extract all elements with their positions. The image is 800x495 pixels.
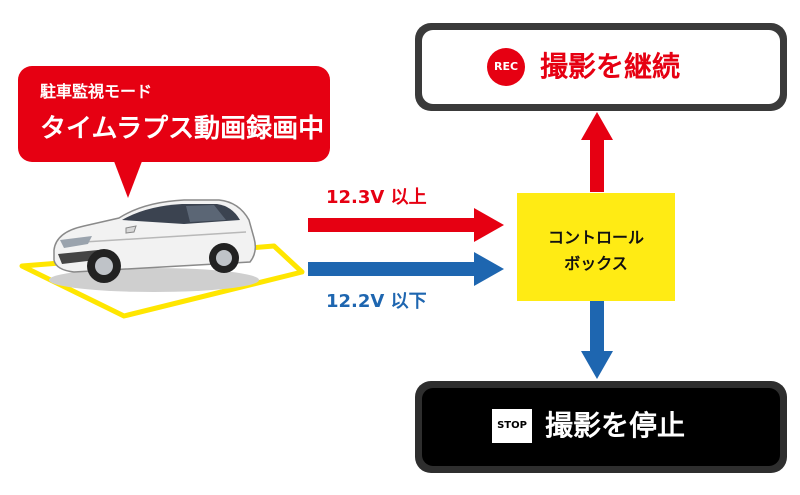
arrow-down-icon [581,301,613,379]
mirror-screen [422,388,780,466]
stop-badge: STOP [492,409,532,443]
continue-recording-label: 撮影を継続 [540,50,681,83]
mirror-display-rec [415,23,787,111]
arrow-right-icon [308,252,504,286]
mirror-display-stop [415,381,787,473]
control-box [517,193,675,301]
rec-badge: REC [487,48,525,86]
car-icon [49,199,259,292]
control-box-label-2: ボックス [564,254,628,273]
control-box-label-1: コントロール [547,228,644,247]
mode-callout [18,66,330,162]
stop-recording-label: 撮影を停止 [545,409,686,442]
voltage-arrows [308,208,504,286]
callout-status-label: タイムラプス動画録画中 [40,114,325,144]
mirror-screen [422,30,780,104]
low-voltage-label: 12.2V 以下 [326,291,427,312]
arrow-up-icon [581,112,613,192]
callout-mode-label: 駐車監視モード [40,82,153,101]
car-illustration [19,199,305,319]
arrow-right-icon [308,208,504,242]
high-voltage-label: 12.3V 以上 [326,187,427,208]
callout-tail [112,156,144,198]
